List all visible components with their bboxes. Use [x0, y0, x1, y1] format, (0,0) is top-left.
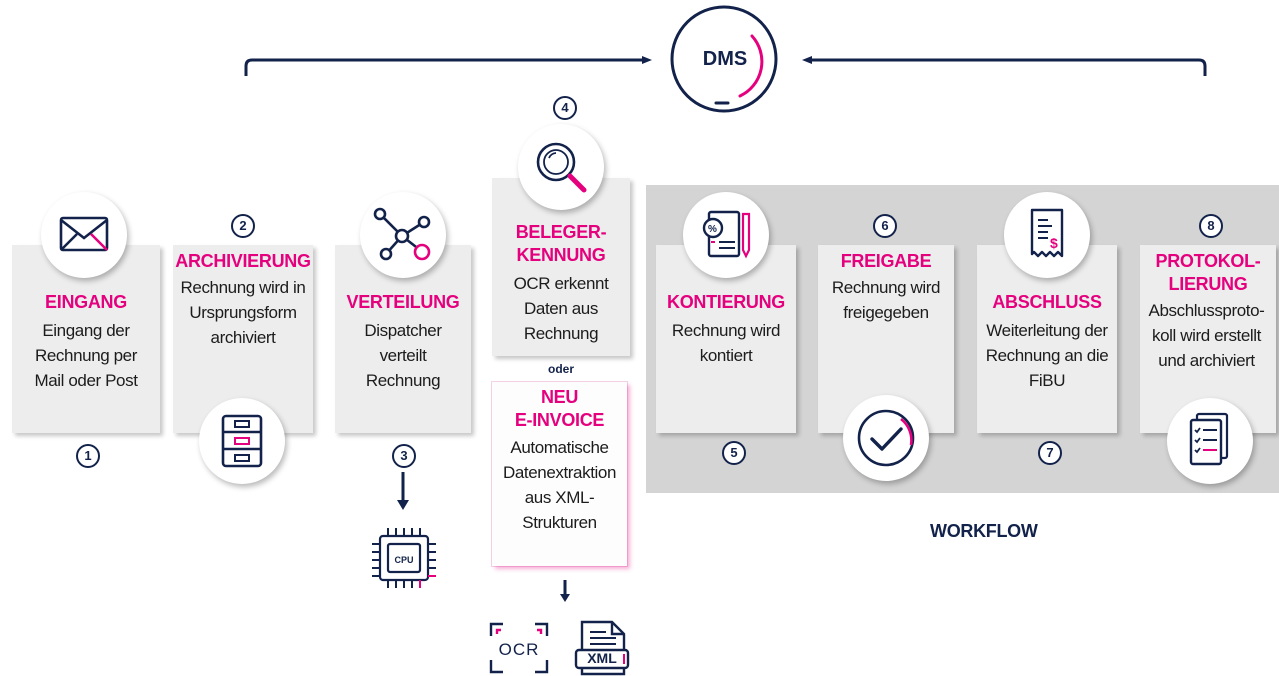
step-desc-line: Rechnung an die — [985, 346, 1109, 365]
einvoice-desc-line: Automatische — [510, 438, 609, 457]
step-desc-line: freigegeben — [843, 303, 929, 322]
envelope-icon — [59, 216, 109, 252]
step-desc-line: kontiert — [699, 346, 753, 365]
step-desc-line: Dispatcher — [364, 321, 442, 340]
step-number-2: 2 — [231, 214, 255, 238]
einvoice-desc-line: Datenextraktion — [502, 463, 617, 482]
step-title-protokollierung-2: LIERUNG — [1168, 274, 1248, 294]
envelope-icon-circle — [41, 192, 127, 278]
step-desc-line: Rechnung wird in — [180, 278, 306, 297]
step-number-6: 6 — [873, 214, 897, 238]
step-number-3: 3 — [392, 444, 416, 468]
step-desc-line: Rechnung wird — [671, 321, 781, 340]
network-icon — [373, 207, 431, 261]
step-desc-line: Abschlussproto- — [1148, 301, 1265, 320]
step-desc-line: Weiterleitung der — [986, 321, 1108, 340]
filing-cabinet-icon-circle — [199, 398, 285, 484]
step-title-kontierung: KONTIERUNG — [667, 292, 785, 312]
step-desc-line: OCR erkennt — [513, 274, 609, 293]
svg-text:%: % — [708, 224, 717, 235]
step-desc-line: koll wird erstellt — [1152, 326, 1261, 345]
step-title-protokollierung: PROTOKOL- — [1155, 251, 1261, 271]
step-title-belegerkennung: BELEGER- — [515, 222, 607, 242]
checklist-icon — [1189, 412, 1229, 466]
arrow-down-icon — [397, 472, 409, 510]
cpu-label: CPU — [394, 555, 414, 565]
step-desc-line: Rechnung — [365, 371, 441, 390]
filing-cabinet-icon — [221, 414, 263, 468]
step-desc-line: Ursprungsform — [189, 303, 297, 322]
step-desc-line: Rechnung — [523, 324, 599, 343]
step-title-freigabe: FREIGABE — [840, 251, 932, 271]
accounting-document-icon: % — [702, 210, 751, 259]
cpu-icon — [372, 528, 436, 588]
step-title-belegerkennung-2: KENNUNG — [516, 245, 606, 265]
step-number-5: 5 — [722, 441, 746, 465]
step-desc-line: Mail oder Post — [34, 371, 138, 390]
step-title-archivierung: ARCHIVIERUNG — [175, 251, 311, 271]
einvoice-card — [492, 382, 627, 566]
magnifier-icon — [536, 142, 587, 193]
step-title-eingang: EINGANG — [45, 292, 127, 312]
einvoice-desc-line: aus XML- — [524, 488, 595, 507]
einvoice-desc-line: Strukturen — [522, 513, 597, 532]
xml-file-icon — [574, 620, 630, 676]
invoice-dollar-icon: $ — [1030, 208, 1064, 258]
accounting-document-icon-circle: % — [683, 192, 769, 278]
einvoice-title-neu: NEU — [540, 387, 579, 407]
step-desc-line: Eingang der — [42, 321, 130, 340]
step-number-4: 4 — [553, 96, 577, 120]
oder-label: oder — [547, 362, 574, 376]
step-number-8: 8 — [1199, 214, 1223, 238]
dms-bracket — [244, 5, 1207, 113]
ocr-label: OCR — [498, 640, 540, 659]
step-desc-line: Daten aus — [524, 299, 598, 318]
invoice-dollar-icon-circle: $ — [1004, 192, 1090, 278]
arrow-down-icon — [560, 580, 570, 602]
step-desc-line: FiBU — [1028, 371, 1066, 390]
step-desc-line: Rechnung per — [35, 346, 137, 365]
step-number-7: 7 — [1038, 441, 1062, 465]
dms-label: DMS — [702, 48, 748, 70]
step-desc-line: archiviert — [210, 328, 276, 347]
magnifier-icon-circle — [518, 124, 604, 210]
workflow-label: WORKFLOW — [930, 521, 1038, 541]
checkmark-icon — [857, 409, 915, 467]
step-desc-line: verteilt — [379, 346, 427, 365]
einvoice-title: E-INVOICE — [514, 410, 605, 430]
step-title-verteilung: VERTEILUNG — [346, 292, 460, 312]
ocr-scan-icon — [489, 622, 549, 674]
step-desc-line: und archiviert — [1158, 351, 1255, 370]
step-desc-line: Rechnung wird — [831, 278, 941, 297]
network-icon-circle — [360, 192, 446, 278]
svg-text:$: $ — [1050, 235, 1058, 251]
step-number-1: 1 — [76, 444, 100, 468]
checkmark-icon-circle — [843, 395, 929, 481]
xml-label: XML — [587, 650, 617, 666]
step-title-abschluss: ABSCHLUSS — [992, 292, 1102, 312]
checklist-icon-circle — [1167, 398, 1253, 484]
